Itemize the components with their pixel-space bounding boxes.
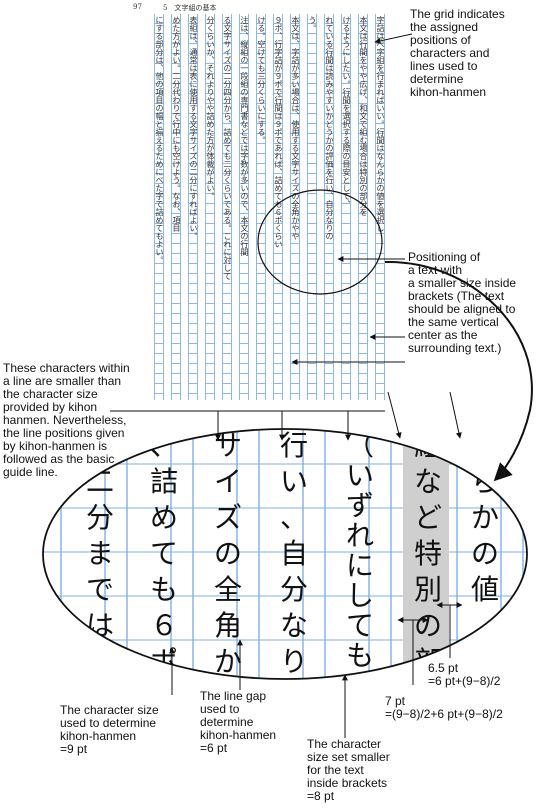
page-column-grid — [154, 14, 164, 400]
zoom-char: な — [414, 465, 442, 498]
page-column-text: る文字サイズの二分四分から、詰めても二分くらいである。これに対して — [223, 16, 232, 280]
page-column-text: 表組は、通常は表に使用する文字サイズの二分にすればよい。 — [189, 16, 198, 240]
page-column-text: 字詰はぺ字組を行まればいい。行間はなんらかの値を選択し — [376, 16, 385, 232]
zoom-char: 分 — [280, 573, 308, 606]
zoom-char: の — [414, 609, 442, 642]
zoom-char: て — [346, 609, 374, 642]
zoom-char: 断 — [280, 753, 308, 786]
zoom-char: ズ — [214, 501, 242, 534]
zoom-char: に — [346, 549, 374, 582]
annotation-brackets: Positioning of a text with a smaller siz… — [408, 250, 517, 355]
annotation-seven-pt: 7 pt — [385, 694, 406, 708]
zoom-area: んらかの値組など特別の部分（いずれにしても、多行い、自分なりの判断サイズの全角か… — [43, 429, 527, 786]
page-column-text: 分くらいか、それよりやや詰めた方が体裁がよい。 — [206, 16, 215, 200]
page-column-grid — [307, 14, 317, 400]
zoom-char: イ — [214, 465, 242, 498]
zoom-char: の — [471, 537, 499, 570]
page-column-grid — [290, 14, 300, 400]
zoom-char: 角 — [214, 609, 242, 642]
zoom-char: ら — [471, 465, 499, 498]
zoom-char: は — [86, 609, 114, 642]
page-column-grid — [188, 14, 198, 400]
highlight-ellipse — [257, 189, 383, 295]
annotation-line-gap: The line gap used to determine kihon-han… — [200, 689, 277, 755]
zoom-char: れ — [346, 519, 374, 552]
zoom-char: 自 — [280, 537, 308, 570]
zoom-char: 全 — [214, 573, 242, 606]
zoom-char: 行 — [280, 429, 308, 462]
zoom-char: ど — [414, 501, 442, 534]
page-column-text: ９ポ、行字詰が９ポで行間は９ポであれば、詰めても６ポくらい — [274, 16, 283, 248]
zoom-char: 分 — [86, 501, 114, 534]
zoom-char: か — [214, 645, 242, 678]
annotation-grid: The grid indicates the assigned position… — [410, 7, 505, 99]
page-number: 97 — [133, 3, 142, 11]
page-column-grid — [239, 14, 249, 400]
grid-pointer — [374, 33, 413, 44]
zoom-char: 値 — [471, 573, 499, 606]
page-column-grid — [205, 14, 215, 400]
page-column-grid — [324, 14, 334, 400]
zoom-char: 特 — [414, 537, 442, 570]
page-column-text: 注は、縦組の一段組の専門書などでは字数が多いので、本文の行間 — [240, 16, 249, 256]
zoom-char: 詰 — [150, 465, 178, 498]
page-column-text: けるようにしたい。行間を選択する際の目安として、 — [342, 16, 351, 208]
zoom-char: ま — [86, 537, 114, 570]
zoom-char: て — [150, 537, 178, 570]
annotation-seven-pt-formula: =(9−8)/2+6 pt+(9−8)/2 — [385, 707, 503, 721]
zoom-ellipse — [42, 428, 528, 680]
annotation-six-five: 6.5 pt — [428, 661, 459, 675]
bracket-column-shade — [403, 429, 449, 679]
zoom-char: ６ — [150, 609, 178, 642]
zoom-char: り — [280, 645, 308, 678]
zoom-char: 多 — [346, 699, 374, 732]
page-column-text: にする部分は、他の項目の幅と揃えるためにべた字で詰めてもよい。 — [155, 16, 164, 264]
zoom-char: め — [150, 501, 178, 534]
page-column-grid — [171, 14, 181, 400]
zoom-char: 詰 — [214, 753, 242, 786]
smaller-chars-arrow-5 — [449, 391, 462, 439]
zoom-char: の — [214, 537, 242, 570]
annotation-six-five-formula: =6 pt+(9−8)/2 — [428, 674, 501, 688]
page-column-grid — [341, 14, 351, 400]
page-column-grid — [358, 14, 368, 400]
page-column-text: 本文は行間をやや広げ、和文で組む場合は特別の部分を — [359, 16, 368, 216]
page-column-text: う。 — [308, 16, 317, 32]
chapter-title: 5 文字組の基本 — [163, 4, 217, 12]
zoom-arrow — [384, 260, 533, 482]
zoom-char: な — [280, 609, 308, 642]
page-column-text: ける。空けても三分くらいにする。 — [257, 16, 266, 144]
page-column-grid — [256, 14, 266, 400]
zoom-char: 、 — [280, 501, 308, 534]
zoom-char: い — [346, 459, 374, 492]
zoom-char: い — [280, 465, 308, 498]
zoom-char: 別 — [414, 573, 442, 606]
annotation-bracket-size: The character size set smaller for the t… — [307, 737, 390, 803]
zoom-char: も — [150, 573, 178, 606]
page-column-grid — [222, 14, 232, 400]
zoom-char: も — [346, 639, 374, 672]
zoom-char: か — [471, 501, 499, 534]
smaller-chars-arrow-4 — [387, 391, 402, 439]
annotation-char-size: The character size used to determine kih… — [60, 703, 159, 756]
page-column-grid — [375, 14, 385, 400]
zoom-char: ず — [346, 489, 374, 522]
zoom-text: んらかの値組など特別の部分（いずれにしても、多行い、自分なりの判断サイズの全角か… — [86, 429, 499, 786]
annotation-smaller-chars: These characters within a line are small… — [3, 361, 130, 479]
page-column-text: めた方がよい。二分代わりで行中にも空けよう。なお、項目 — [172, 16, 181, 232]
page-column-text: れている行間は読みやすいかどうかの評価を行い、自分なりの — [325, 16, 334, 240]
page-column-text: 本文は、字詰が多い場合は、使用する文字サイズの全角かやや — [291, 16, 300, 240]
zoom-char: ん — [471, 429, 499, 462]
zoom-char: で — [86, 573, 114, 606]
zoom-char: し — [346, 579, 374, 612]
zoom-char: 可 — [86, 645, 114, 678]
